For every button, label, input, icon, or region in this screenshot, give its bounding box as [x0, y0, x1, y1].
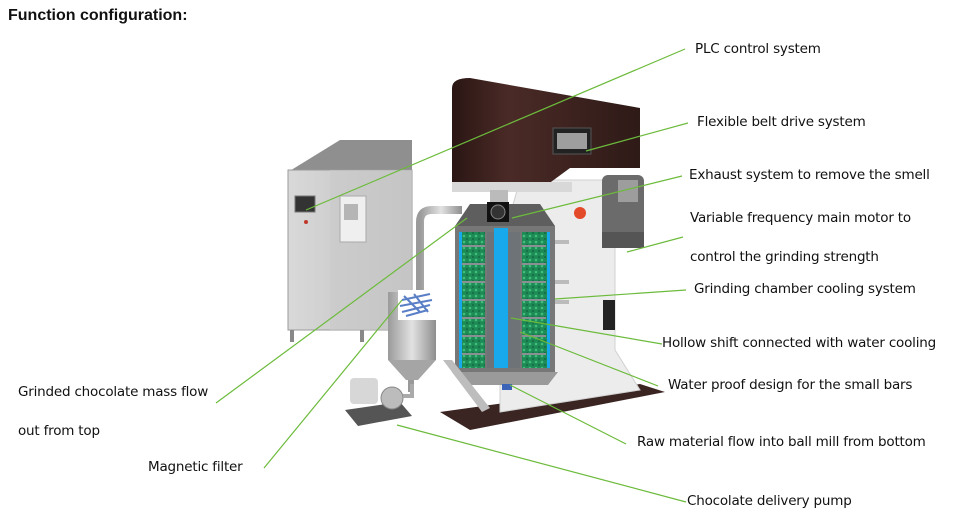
magnetic-filter-tank: [388, 290, 436, 392]
hollow-shaft: [494, 228, 508, 368]
label-magnetic-filter: Magnetic filter: [148, 459, 243, 475]
leader-grinded: [215, 217, 468, 404]
leader-waterproof: [519, 331, 659, 387]
label-chamber-cooling: Grinding chamber cooling system: [694, 281, 916, 297]
leader-hollow-shaft: [510, 317, 663, 345]
plc-screen: [294, 195, 316, 213]
label-exhaust-system: Exhaust system to remove the smell: [689, 167, 930, 183]
label-belt-drive: Flexible belt drive system: [697, 114, 866, 130]
leader-magnetic: [263, 299, 403, 469]
label-main-motor-line2: control the grinding strength: [690, 249, 879, 265]
cooling-fittings: [555, 240, 569, 304]
delivery-pump: [345, 378, 414, 426]
label-main-motor-line1: Variable frequency main motor to: [690, 210, 911, 226]
leader-chamber-cooling: [554, 289, 687, 300]
leader-pump: [396, 424, 687, 503]
leader-belt: [585, 122, 689, 152]
leader-motor: [626, 236, 684, 253]
leader-exhaust: [511, 175, 683, 219]
brand-logo: [574, 207, 586, 219]
leader-lines: [215, 48, 689, 503]
belt-drive-housing: [452, 78, 640, 192]
grinding-chamber: [452, 226, 558, 390]
label-delivery-pump: Chocolate delivery pump: [687, 493, 852, 509]
label-grinded-mass-line1: Grinded chocolate mass flow: [18, 384, 209, 400]
label-grinded-mass-line2: out from top: [18, 423, 100, 439]
label-plc-control-system: PLC control system: [695, 41, 821, 57]
label-waterproof-design: Water proof design for the small bars: [668, 377, 913, 393]
feed-arm: [443, 360, 490, 412]
label-raw-material-flow: Raw material flow into ball mill from bo…: [637, 434, 926, 450]
page-title: Function configuration:: [8, 7, 188, 24]
leader-plc: [305, 48, 686, 211]
outlet-pipe: [416, 206, 462, 368]
exhaust-fan: [455, 190, 555, 226]
leader-raw-material: [509, 384, 627, 445]
label-hollow-shaft: Hollow shift connected with water coolin…: [662, 335, 936, 351]
